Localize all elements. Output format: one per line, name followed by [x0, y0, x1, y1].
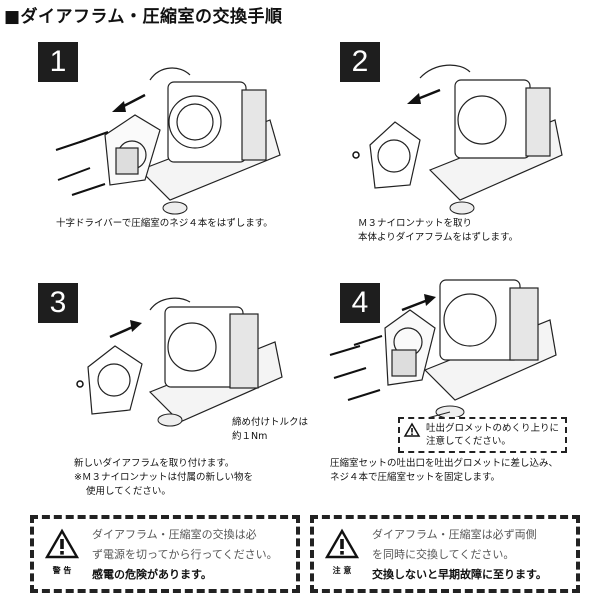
- torque-note: 締め付けトルクは 約１Nm: [232, 417, 309, 442]
- warning-label: 警 告: [52, 566, 72, 575]
- step-number-badge: 3: [38, 283, 78, 323]
- screw-icon: [55, 131, 109, 196]
- step-number-badge: 4: [340, 283, 380, 323]
- step-1-caption: 十字ドライバーで圧縮室のネジ４本をはずします。: [56, 218, 273, 229]
- step-4-illustration: [329, 279, 557, 421]
- page-title: ■ダイアフラム・圧縮室の交換手順: [4, 7, 283, 27]
- warning-icon: 警 告: [42, 528, 82, 576]
- step-1-illustration: [55, 67, 281, 215]
- step-3-illustration: [76, 297, 283, 427]
- exclamation-triangle-icon: [44, 528, 80, 559]
- step-2-caption: Ｍ３ナイロンナットを取り 本体よりダイアフラムをはずします。: [358, 218, 519, 243]
- step-number-badge: 1: [38, 42, 78, 82]
- warning-box: 警 告 ダイアフラム・圧縮室の交換は必 ず電源を切ってから行ってください。 感電…: [30, 515, 300, 593]
- step-number-badge: 2: [340, 42, 380, 82]
- step-3-caption: 新しいダイアフラムを取り付けます。 ※Ｍ３ナイロンナットは付属の新しい物を 使用…: [74, 458, 253, 497]
- grommet-callout: 吐出グロメットのめくり上りに 注意してください。: [398, 417, 568, 453]
- caution-text: ダイアフラム・圧縮室は必ず両側 を同時に交換してください。 交換しないと早期故障…: [372, 528, 547, 581]
- exclamation-triangle-icon: [324, 528, 360, 559]
- step-2-illustration: [352, 64, 563, 215]
- step-4-caption: 圧縮室セットの吐出口を吐出グロメットに差し込み、 ネジ４本で圧縮室セットを固定し…: [330, 458, 559, 483]
- warning-text: ダイアフラム・圧縮室の交換は必 ず電源を切ってから行ってください。 感電の危険が…: [92, 528, 278, 581]
- caution-label: 注 意: [332, 566, 352, 575]
- exclamation-triangle-icon: [403, 422, 421, 437]
- caution-box: 注 意 ダイアフラム・圧縮室は必ず両側 を同時に交換してください。 交換しないと…: [310, 515, 580, 593]
- screw-icon: [329, 335, 383, 401]
- caution-icon: 注 意: [322, 528, 362, 576]
